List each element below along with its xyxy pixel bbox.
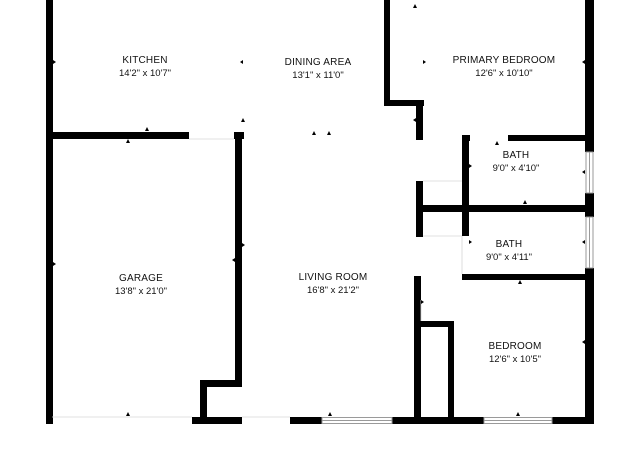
wall-exterior-left (46, 0, 53, 424)
room-dims-kitchen: 14'2" x 10'7" (119, 68, 171, 79)
marker (423, 60, 426, 64)
marker (240, 60, 243, 64)
marker (495, 141, 499, 145)
wall-exterior-bottom-5 (552, 417, 594, 424)
wall-primary-bedroom-step (384, 100, 424, 106)
wall-bedroom-left (414, 276, 421, 424)
room-dims-bath-1: 9'0" x 4'10" (493, 163, 540, 174)
wall-bedroom-closet-side (448, 321, 454, 424)
wall-primary-bedroom-lower-left (416, 100, 423, 140)
room-name-primary-bedroom: PRIMARY BEDROOM (453, 55, 556, 66)
wall-exterior-right-upper (585, 0, 594, 152)
marker (126, 139, 130, 143)
room-name-bath-2: BATH (496, 239, 523, 250)
wall-bath-left (462, 135, 469, 236)
wall-garage-closet-side (200, 380, 207, 424)
room-dims-bath-2: 9'0" x 4'11" (486, 252, 532, 263)
marker (241, 118, 245, 122)
room-dims-bedroom: 12'6" x 10'5" (489, 354, 541, 365)
room-name-garage: GARAGE (119, 273, 163, 284)
room-name-bedroom: BEDROOM (488, 341, 541, 352)
marker (518, 280, 522, 284)
marker (53, 60, 56, 64)
wall-primary-bedroom-left (384, 0, 390, 106)
wall-primary-bedroom-bottom (508, 135, 594, 141)
wall-garage-closet-top (200, 380, 242, 387)
wall-exterior-right-lower (585, 268, 594, 424)
wall-exterior-bottom-2 (192, 417, 242, 424)
marker (413, 118, 416, 122)
wall-garage-living (235, 132, 242, 387)
marker (327, 131, 331, 135)
wall-hall-closet-side (416, 181, 423, 237)
wall-exterior-bottom-1 (46, 417, 52, 424)
room-dims-garage: 13'8" x 21'0" (115, 286, 167, 297)
marker (582, 340, 585, 344)
marker (242, 243, 245, 247)
room-name-bath-1: BATH (503, 150, 530, 161)
marker (145, 127, 149, 131)
marker (421, 300, 424, 304)
marker (469, 240, 472, 244)
marker (582, 170, 585, 174)
marker (582, 60, 585, 64)
marker (312, 131, 316, 135)
marker (126, 412, 130, 416)
marker (582, 240, 585, 244)
marker (469, 164, 472, 168)
room-name-kitchen: KITCHEN (122, 55, 167, 66)
room-name-living-room: LIVING ROOM (299, 272, 368, 283)
wall-bath-bottom (462, 274, 594, 280)
room-dims-primary-bedroom: 12'6" x 10'10" (475, 68, 532, 79)
marker (53, 262, 56, 266)
room-dims-living-room: 16'8" x 21'2" (307, 285, 359, 296)
walls (46, 0, 594, 424)
wall-bath-divider (416, 205, 594, 212)
marker (232, 258, 235, 262)
marker (328, 412, 332, 416)
marker (413, 4, 417, 8)
room-labels: KITCHEN 14'2" x 10'7" DINING AREA 13'1" … (115, 55, 555, 365)
windows (321, 151, 594, 424)
room-name-dining-area: DINING AREA (285, 57, 352, 68)
room-dims-dining-area: 13'1" x 11'0" (292, 70, 343, 81)
marker (523, 200, 527, 204)
wall-bedroom-closet-top (414, 321, 454, 327)
wall-exterior-bottom-4 (392, 417, 484, 424)
wall-markers (53, 4, 585, 416)
wall-bath-top-stub (462, 135, 470, 141)
wall-kitchen-garage-left (46, 132, 189, 139)
marker (516, 412, 520, 416)
wall-exterior-bottom-3 (290, 417, 322, 424)
